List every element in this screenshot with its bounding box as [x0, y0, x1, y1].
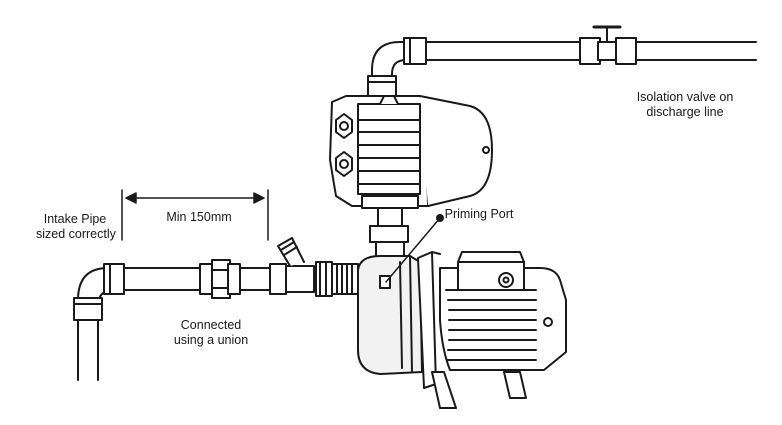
cable-gland-icon — [335, 151, 353, 177]
union-label: Connected using a union — [168, 318, 254, 348]
dimension-arrow — [121, 189, 269, 241]
union-fitting — [199, 259, 241, 299]
priming-port — [379, 275, 391, 289]
discharge-elbow-fitting — [367, 37, 427, 99]
isolation-valve — [579, 25, 637, 65]
priming-port-label: Priming Port — [444, 207, 514, 222]
pressure-controller — [329, 95, 493, 209]
y-strainer — [277, 237, 315, 293]
pump-foot — [431, 371, 457, 409]
pump-housing — [357, 255, 423, 375]
intake-fitting — [269, 263, 287, 295]
intake-pipe-label: Intake Pipe sized correctly — [36, 212, 116, 242]
isolation-valve-label: Isolation valve on discharge line — [630, 90, 740, 120]
intake-elbow-fitting — [73, 263, 125, 321]
min-distance-label: Min 150mm — [158, 210, 240, 225]
cable-gland-icon — [335, 113, 353, 139]
leader-line-dot — [436, 214, 444, 222]
leader-line — [385, 217, 441, 283]
motor-terminal-box — [457, 251, 525, 291]
pump-inlet-fitting — [315, 261, 359, 297]
